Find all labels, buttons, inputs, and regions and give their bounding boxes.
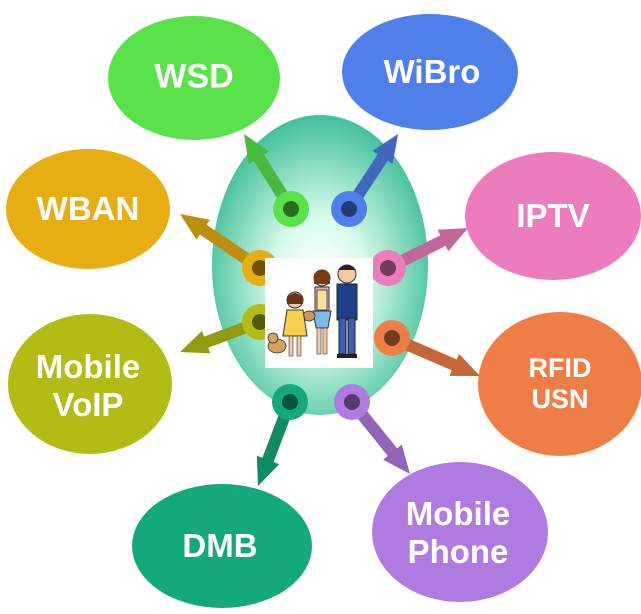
connector-dot-core-wban <box>252 260 268 276</box>
arrow-voip <box>180 316 263 354</box>
connector-dot-core-voip <box>252 314 268 330</box>
connector-dot-core-phone <box>344 394 360 410</box>
connector-dot-core-dmb <box>282 394 298 410</box>
connector-dot-core-iptv <box>380 260 396 276</box>
node-wban[interactable] <box>6 149 170 269</box>
node-voip[interactable] <box>8 314 172 454</box>
connector-dot-core-rfid <box>384 330 400 346</box>
connector-dot-core-wibro <box>341 201 357 217</box>
node-dmb[interactable] <box>132 484 312 608</box>
arrow-iptv <box>385 228 468 274</box>
arrow-phone <box>347 398 410 474</box>
arrow-wsd <box>244 134 297 213</box>
family-icon <box>267 264 358 358</box>
family-illustration <box>265 258 373 368</box>
node-rfid[interactable] <box>478 312 641 456</box>
arrow-rfid <box>389 332 480 376</box>
node-iptv[interactable] <box>465 152 641 280</box>
node-phone[interactable] <box>372 462 548 602</box>
arrow-wban <box>180 214 264 273</box>
arrow-wibro <box>344 134 398 213</box>
node-wibro[interactable] <box>342 14 518 130</box>
arrow-dmb <box>256 399 296 486</box>
node-wsd[interactable] <box>108 16 280 140</box>
connector-dot-core-wsd <box>283 201 299 217</box>
